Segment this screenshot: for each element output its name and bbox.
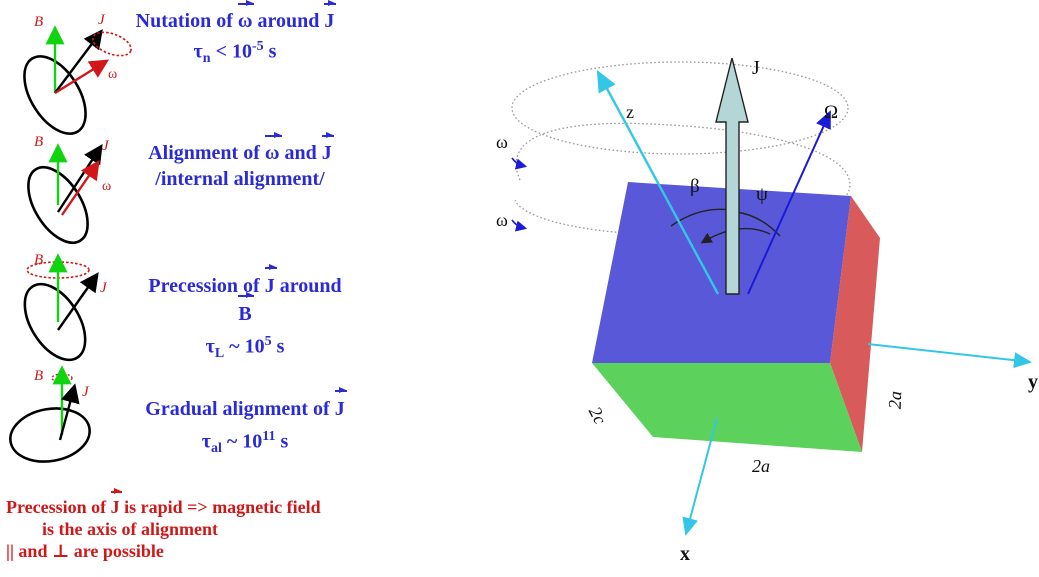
precession-loops	[511, 61, 851, 235]
side-face	[830, 196, 880, 452]
b-label: B	[34, 368, 43, 384]
j-label: J	[100, 280, 108, 296]
caption-internal-alignment: Alignment of ω and J /internal alignment…	[140, 132, 340, 192]
edge-2a-bottom-label: 2a	[752, 456, 770, 476]
y-axis	[867, 343, 1032, 369]
front-face	[592, 363, 862, 452]
icon-gradual-alignment: B J	[9, 365, 91, 463]
caption-subline: /internal alignment/	[155, 168, 325, 190]
icon-nutation: B J ω	[23, 12, 132, 135]
x-axis-label: x	[680, 543, 690, 565]
omega-big-label: Ω	[824, 102, 838, 123]
j-label: J	[82, 384, 90, 400]
j-label: J	[98, 12, 106, 28]
caption-precession: Precession of J around B τL ~ 105 s	[140, 264, 350, 368]
j-arrow	[715, 57, 749, 295]
timescale: τL ~ 105 s	[205, 334, 285, 361]
b-label: B	[34, 252, 43, 268]
psi-label: ψ	[756, 184, 768, 205]
timescale: τn < 10-5 s	[193, 39, 277, 66]
timescale: τal ~ 1011 s	[201, 429, 289, 456]
caption-line: Alignment of ω and J	[148, 132, 334, 164]
caption-line: Gradual alignment of J	[140, 387, 350, 423]
omega-loop-label-bottom: ω	[496, 210, 508, 230]
omega-label: ω	[108, 67, 117, 82]
edge-2a-right-label: 2a	[885, 391, 906, 410]
j-label: J	[102, 138, 110, 154]
omega-vector	[747, 110, 831, 295]
j-label: J	[752, 57, 760, 79]
conclusion-line-3: || and ⊥ are possible	[6, 541, 164, 561]
alignment-icons: B J ω B J ω B J B	[9, 12, 132, 463]
omega-arrow-top	[511, 157, 528, 170]
top-face	[592, 182, 851, 363]
grain-diagram: J Ω z β ψ ω ω 2c 2a 2a x y	[496, 57, 1038, 565]
caption-gradual-alignment: Gradual alignment of J τal ~ 1011 s	[140, 387, 350, 463]
caption-line: Precession of J around B	[140, 264, 350, 328]
caption-line: Nutation of ω around J	[135, 0, 337, 32]
caption-nutation: Nutation of ω around J τn < 10-5 s	[130, 0, 340, 72]
y-axis-label: y	[1028, 371, 1038, 393]
z-label: z	[626, 102, 634, 122]
conclusion-line-2: is the axis of alignment	[42, 519, 219, 539]
icon-precession: B J	[23, 252, 108, 362]
icon-internal-alignment: B J ω	[27, 134, 111, 244]
grain-box	[592, 182, 880, 452]
omega-loop-label-top: ω	[496, 132, 508, 152]
omega-arrow-bottom	[511, 219, 528, 232]
b-label: B	[34, 14, 43, 30]
z-axis	[596, 69, 720, 295]
conclusion-text: Precession of J is rapid => magnetic fie…	[6, 488, 346, 562]
beta-arc	[670, 208, 731, 227]
x-axis	[682, 417, 718, 536]
conclusion-line-1: Precession of J is rapid => magnetic fie…	[6, 488, 321, 517]
omega-label: ω	[102, 179, 111, 194]
beta-label: β	[690, 176, 700, 197]
edge-2c-label: 2c	[585, 403, 611, 427]
b-label: B	[34, 134, 43, 150]
